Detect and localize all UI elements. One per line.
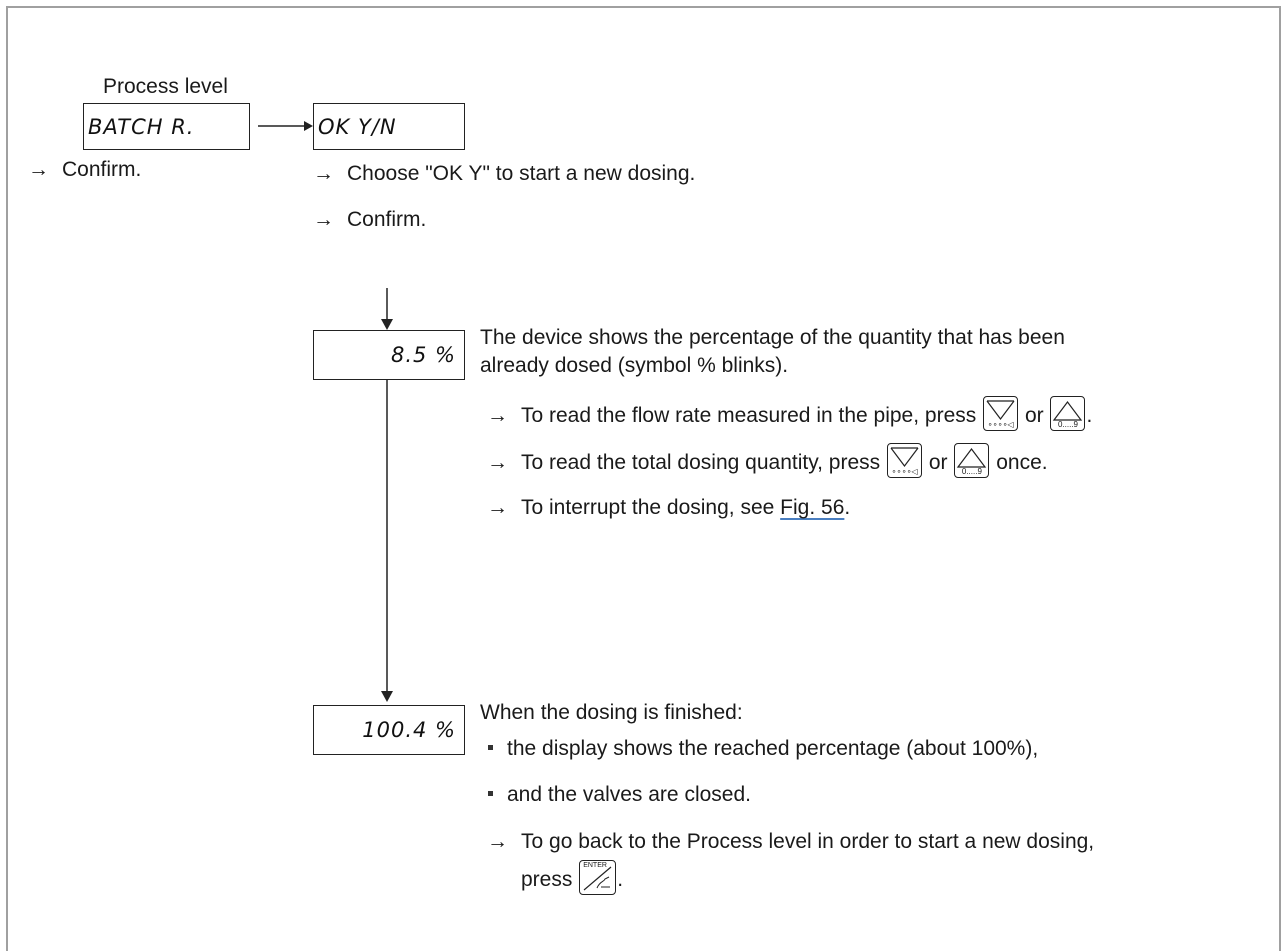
bullet-text: the display shows the reached percentage…: [507, 737, 1039, 760]
right-arrow-icon: →: [28, 158, 49, 181]
finished-heading: When the dosing is finished:: [480, 701, 743, 724]
step-choose-ok: → Choose "OK Y" to start a new dosing.: [313, 161, 695, 187]
step-read-flow-rate: → To read the flow rate measured in the p…: [487, 396, 1093, 431]
step-text: Choose "OK Y" to start a new dosing.: [347, 162, 696, 185]
page-frame: [6, 6, 1281, 951]
step-back-line2: press ENTER .: [521, 860, 624, 895]
once-text: once.: [996, 451, 1048, 475]
or-text: or: [1024, 404, 1044, 428]
step-read-total-quantity: → To read the total dosing quantity, pres…: [487, 443, 1048, 478]
step-confirm-left: → Confirm.: [28, 157, 141, 183]
display-percent-finished: 100.4 %: [313, 705, 465, 755]
display-ok-y-n: OK Y/N: [313, 103, 465, 150]
key-sublabel: ∘∘∘∘◁: [987, 420, 1014, 429]
right-arrow-icon: →: [487, 830, 508, 853]
right-arrow-icon: →: [487, 404, 508, 428]
right-arrow-icon: →: [313, 162, 334, 185]
process-level-label: Process level: [103, 75, 228, 98]
enter-key-label: ENTER: [583, 862, 607, 869]
right-arrow-icon: →: [487, 496, 508, 519]
period-text: .: [617, 868, 624, 892]
down-arrow-key-icon[interactable]: ∘∘∘∘◁: [887, 443, 923, 478]
up-arrow-key-icon[interactable]: 0.....9: [1050, 396, 1086, 431]
enter-key-icon[interactable]: ENTER: [579, 860, 617, 895]
finished-bullet-1: the display shows the reached percentage…: [488, 736, 1038, 762]
down-arrow-key-icon[interactable]: ∘∘∘∘◁: [983, 396, 1019, 431]
finished-bullet-2: and the valves are closed.: [488, 782, 751, 808]
step-text: To interrupt the dosing, see: [521, 496, 775, 519]
dosing-description-line1: The device shows the percentage of the q…: [480, 326, 1065, 349]
press-text: press: [521, 868, 573, 892]
bullet-icon: [488, 745, 493, 751]
key-sublabel: 0.....9: [1057, 420, 1078, 429]
step-confirm-mid: → Confirm.: [313, 207, 426, 233]
display-batch: BATCH R.: [83, 103, 250, 150]
display-percent-dosing: 8.5 %: [313, 330, 465, 380]
period-text: .: [1086, 404, 1093, 428]
step-text: To read the flow rate measured in the pi…: [521, 404, 977, 428]
right-arrow-icon: →: [313, 208, 334, 231]
period-text: .: [844, 496, 851, 519]
step-text: Confirm.: [62, 158, 142, 181]
step-text: To read the total dosing quantity, press: [521, 451, 881, 475]
bullet-text: and the valves are closed.: [507, 783, 751, 806]
right-arrow-icon: →: [487, 451, 508, 475]
step-text: To go back to the Process level in order…: [521, 830, 1095, 853]
key-sublabel: 0.....9: [961, 467, 982, 476]
up-arrow-key-icon[interactable]: 0.....9: [954, 443, 990, 478]
bullet-icon: [488, 791, 493, 797]
step-back-to-process-level: → To go back to the Process level in orde…: [487, 829, 1094, 855]
dosing-description-line2: already dosed (symbol % blinks).: [480, 354, 789, 377]
or-text: or: [928, 451, 948, 475]
key-sublabel: ∘∘∘∘◁: [891, 467, 918, 476]
step-text: Confirm.: [347, 208, 427, 231]
step-interrupt-dosing: → To interrupt the dosing, see Fig. 56.: [487, 495, 850, 521]
figure-reference-link[interactable]: Fig. 56: [780, 496, 845, 519]
